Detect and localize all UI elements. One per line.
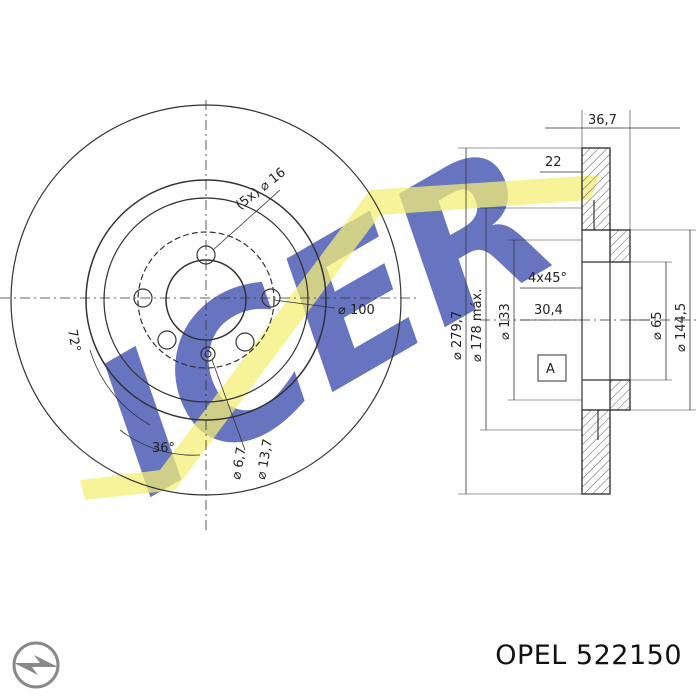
disc-section-bottom <box>581 409 611 495</box>
watermark-swoosh <box>80 175 600 500</box>
hub-web-bottom <box>609 379 631 411</box>
datum-label: A <box>546 362 555 377</box>
brand-caption: OPEL 522150 <box>495 640 682 671</box>
small-hole-leader <box>211 359 246 451</box>
center-bore-label: ⌀ 65 <box>650 311 665 340</box>
bolt-hole <box>196 245 216 265</box>
bolt-hole <box>133 288 153 308</box>
bolt-hole <box>261 288 281 308</box>
centre-bore-circle <box>165 259 247 341</box>
total-width-label: 36,7 <box>588 113 617 128</box>
outer-diameter-label: ⌀ 279,7 <box>450 311 465 360</box>
chamfer-label: 4x45° <box>528 271 567 286</box>
brand-name: OPEL <box>495 640 567 671</box>
bolt-hole <box>235 332 255 352</box>
bolt-hole <box>157 330 177 350</box>
angle-arc-72 <box>89 349 151 426</box>
set-screw-hole-inner <box>204 350 212 358</box>
max-diameter-label: ⌀ 178 máx. <box>470 289 485 362</box>
small-hole-label-2: ⌀ 13,7 <box>254 438 276 481</box>
hat-diameter-label: ⌀ 144,5 <box>674 303 689 352</box>
holes-leader <box>212 189 281 251</box>
outer-disc-circle <box>10 104 402 496</box>
side-view <box>458 110 700 495</box>
angle-36-label: 36° <box>152 441 175 456</box>
angle-72-label: 72° <box>64 328 83 353</box>
pcd-label: ⌀ 100 <box>338 303 375 318</box>
pcd-leader <box>273 299 336 309</box>
friction-ring-inner <box>85 179 327 421</box>
angle-arc-36 <box>119 429 201 456</box>
datum-box <box>537 354 567 382</box>
set-screw-hole <box>200 346 216 362</box>
disc-section-top <box>581 147 611 231</box>
small-hole-label-1: ⌀ 6,7 <box>229 446 249 481</box>
opel-logo-icon <box>12 641 60 689</box>
part-number: 522150 <box>575 640 682 671</box>
disc-thickness-label: 22 <box>545 155 562 170</box>
hub-depth-label: 30,4 <box>534 303 563 318</box>
icer-watermark: ICER <box>59 104 600 538</box>
hub-web-top <box>609 229 631 263</box>
hub-outer-circle <box>103 197 309 403</box>
front-view <box>0 100 420 530</box>
inner-diameter-label: ⌀ 133 <box>498 303 513 340</box>
disc-outline <box>581 147 611 495</box>
